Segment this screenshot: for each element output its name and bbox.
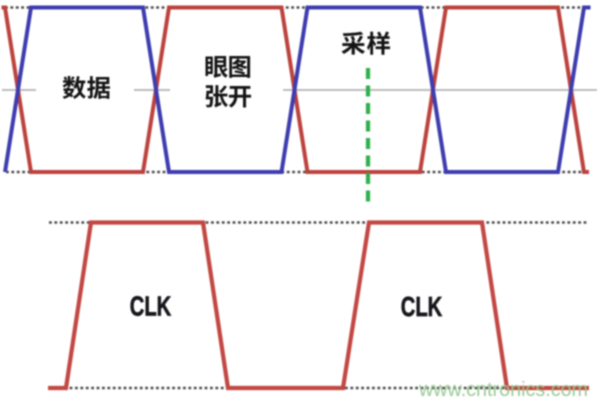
svg-text:CLK: CLK — [401, 291, 443, 322]
svg-text:CLK: CLK — [130, 291, 172, 322]
svg-text:www.cntronics.com: www.cntronics.com — [418, 379, 588, 401]
